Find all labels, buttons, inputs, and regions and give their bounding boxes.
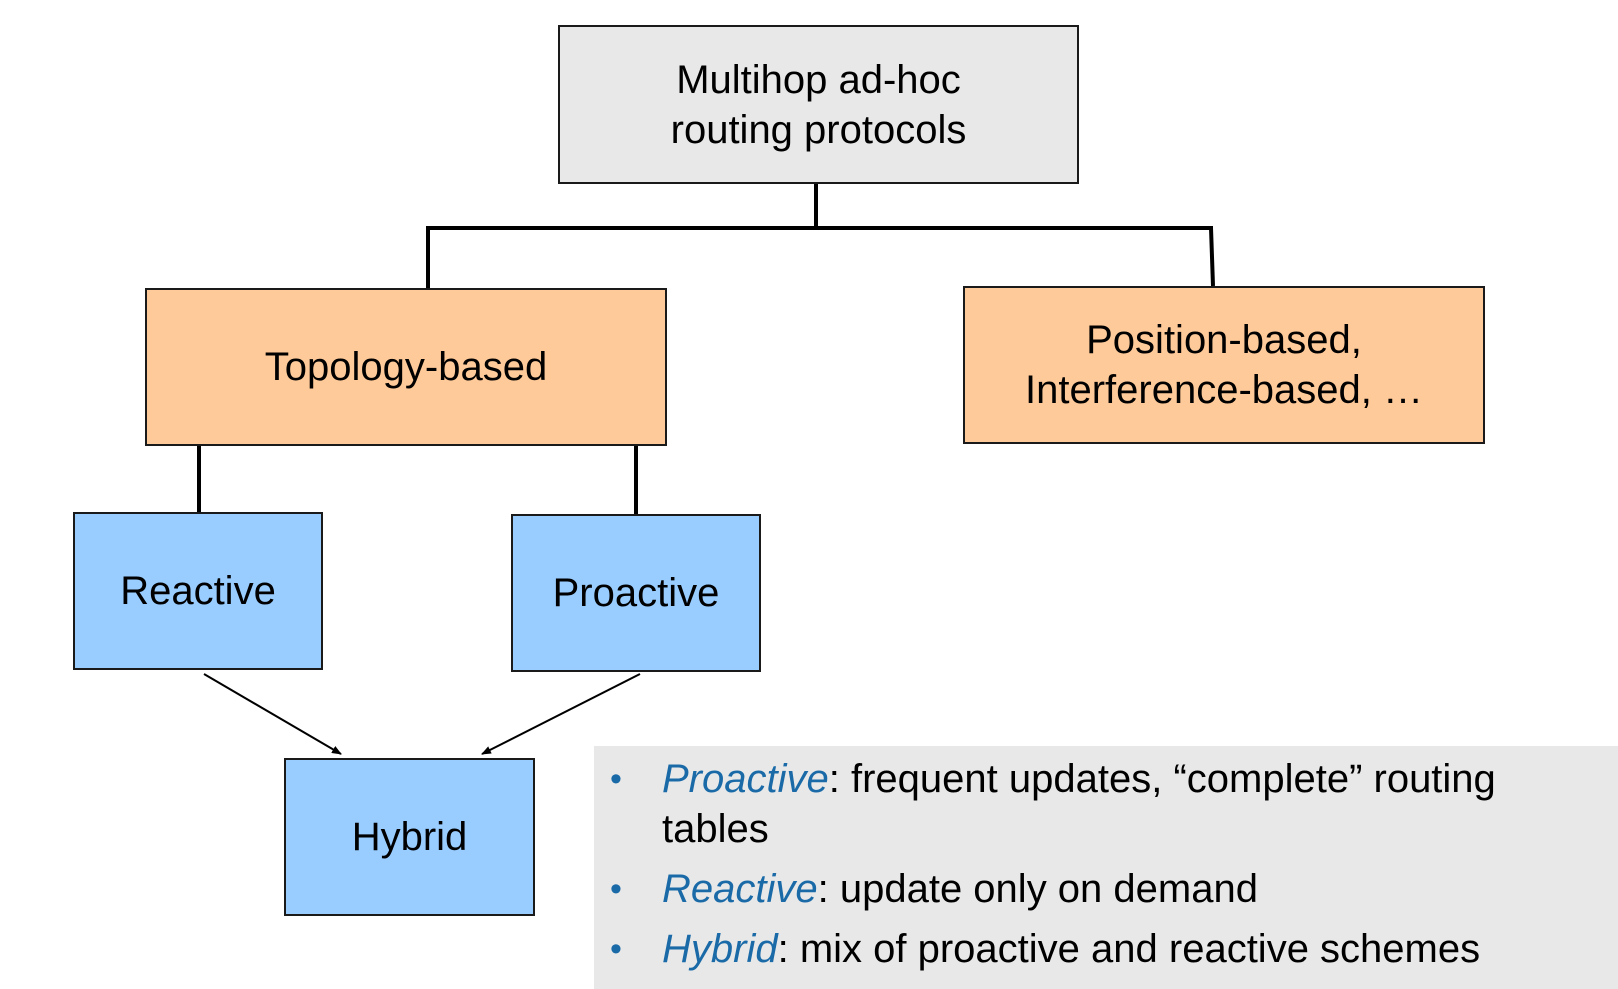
legend-description: : mix of proactive and reactive schemes [777,927,1481,971]
proactive-to-hybrid-arrow [481,673,641,755]
legend-item-reactive: • Reactive: update only on demand [610,864,1542,914]
reactive-node: Reactive [73,512,323,670]
bullet-icon: • [610,930,622,968]
proactive-label: Proactive [552,571,720,615]
legend-list: • Proactive: frequent updates, “complete… [610,754,1598,974]
topology-based-node: Topology-based [145,288,667,446]
reactive-label: Reactive [120,569,276,613]
legend-item-hybrid: • Hybrid: mix of proactive and reactive … [610,924,1542,974]
hybrid-label: Hybrid [351,815,468,859]
position-drop-line [1209,227,1215,287]
legend-term: Proactive [662,757,829,801]
legend-description: : update only on demand [817,867,1258,911]
legend-item-proactive: • Proactive: frequent updates, “complete… [610,754,1542,854]
hybrid-node: Hybrid [284,758,535,916]
legend-term: Reactive [662,867,818,911]
position-based-label: Position-based, Interference-based, … [1025,318,1423,412]
position-based-node: Position-based, Interference-based, … [963,286,1485,444]
root-node-label: Multihop ad-hoc routing protocols [670,57,967,152]
bullet-icon: • [610,760,622,798]
legend-description: : frequent updates, “complete” routing t… [662,757,1496,851]
legend-panel: • Proactive: frequent updates, “complete… [594,746,1618,989]
root-node-multihop-routing: Multihop ad-hoc routing protocols [558,25,1079,184]
reactive-to-hybrid-arrow [203,673,342,755]
bullet-icon: • [610,870,622,908]
legend-term: Hybrid [662,927,778,971]
topology-based-label: Topology-based [264,345,548,389]
proactive-node: Proactive [511,514,761,672]
